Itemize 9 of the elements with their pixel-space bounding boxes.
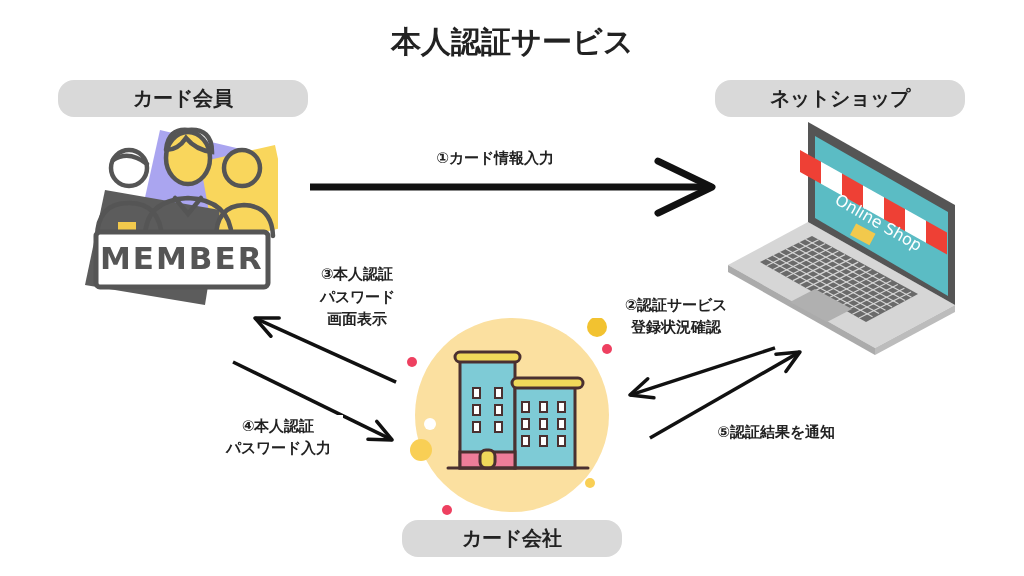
group-label: カード会社 (402, 520, 622, 557)
badge-text: MEMBER (100, 240, 264, 276)
group-label: カード会員 (58, 80, 308, 117)
arrow (232, 360, 394, 442)
arrow (628, 346, 776, 400)
arrow (649, 350, 802, 440)
arrow (253, 316, 397, 384)
title: 本人認証サービス (389, 23, 635, 61)
group-label: ネットショップ (715, 80, 965, 117)
